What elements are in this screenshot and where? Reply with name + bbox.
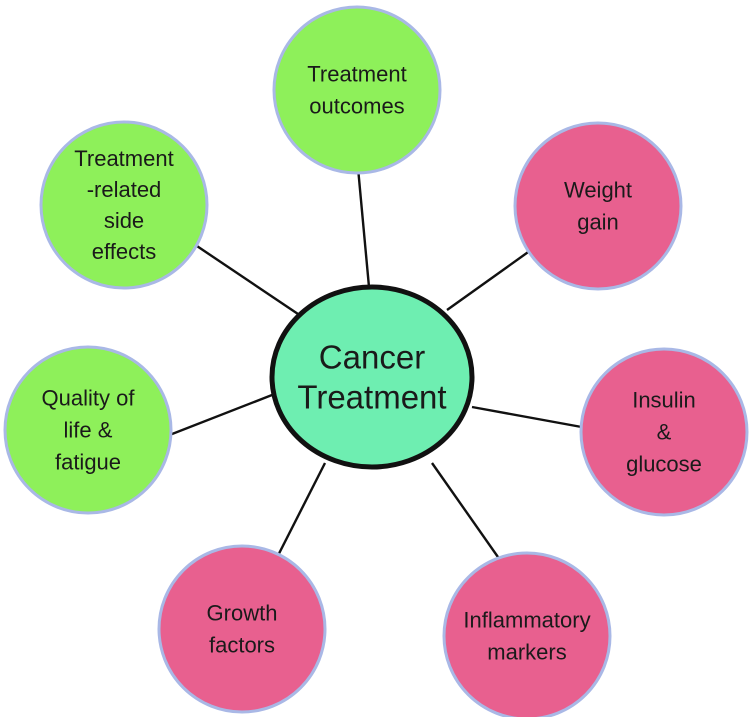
center-node-label-line-1: Cancer: [319, 339, 425, 376]
node-treatment-outcomes: Treatment outcomes: [272, 5, 442, 175]
node-treatment-outcomes-circle: [272, 5, 442, 175]
node-treatment-related-side-effects-label-line-2: -related: [87, 177, 162, 202]
node-weight-gain-label-line-2: gain: [577, 210, 619, 235]
node-quality-of-life-fatigue: Quality of life & fatigue: [3, 345, 173, 515]
node-treatment-outcomes-label-line-2: outcomes: [309, 94, 404, 119]
node-growth-factors-circle: [157, 544, 327, 714]
node-quality-of-life-fatigue-circle: [3, 345, 173, 515]
node-insulin-glucose-label-line-1: Insulin: [632, 388, 696, 413]
node-weight-gain-label-line-1: Weight: [564, 178, 632, 203]
center-node-ellipse: [269, 284, 475, 470]
node-insulin-glucose: Insulin & glucose: [579, 347, 749, 517]
node-treatment-related-side-effects-label-line-4: effects: [92, 239, 156, 264]
node-treatment-related-side-effects-label-line-1: Treatment: [74, 146, 173, 171]
arrow-to-treatment-related-side-effects: [184, 237, 299, 315]
arrows-layer: [148, 145, 610, 588]
node-treatment-related-side-effects-circle: [39, 120, 209, 290]
node-inflammatory-markers-circle: [442, 551, 612, 717]
node-inflammatory-markers: Inflammatory markers: [442, 551, 612, 717]
node-weight-gain-circle: [513, 121, 683, 291]
node-weight-gain: Weight gain: [513, 121, 683, 291]
node-growth-factors-label-line-2: factors: [209, 633, 275, 658]
node-treatment-related-side-effects: Treatment -related side effects: [39, 120, 209, 290]
node-treatment-outcomes-label-line-1: Treatment: [307, 62, 406, 87]
center-node-label-line-2: Treatment: [297, 379, 446, 416]
node-inflammatory-markers-label-line-2: markers: [487, 640, 566, 665]
node-insulin-glucose-label-line-2: &: [657, 420, 672, 445]
node-treatment-related-side-effects-label-line-3: side: [104, 208, 144, 233]
node-insulin-glucose-circle: [579, 347, 749, 517]
node-growth-factors-label-line-1: Growth: [207, 601, 278, 626]
node-quality-of-life-fatigue-label-line-2: life &: [64, 418, 113, 443]
node-insulin-glucose-label-line-3: glucose: [626, 452, 702, 477]
node-quality-of-life-fatigue-label-line-3: fatigue: [55, 450, 121, 475]
node-inflammatory-markers-label-line-1: Inflammatory: [463, 608, 590, 633]
node-growth-factors: Growth factors: [157, 544, 327, 714]
node-quality-of-life-fatigue-label-line-1: Quality of: [42, 386, 136, 411]
